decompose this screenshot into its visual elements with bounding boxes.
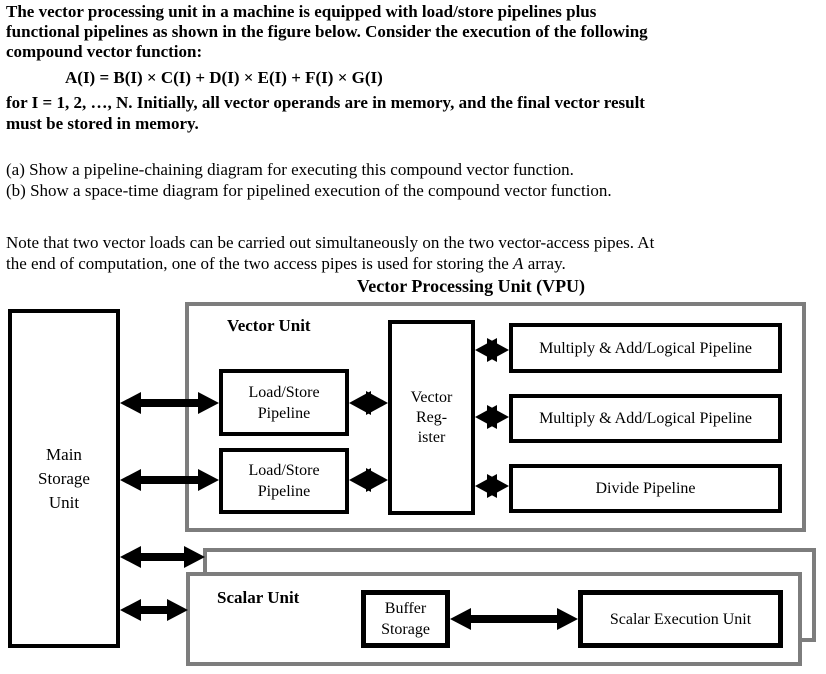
divide-pipeline-box: Divide Pipeline bbox=[509, 464, 782, 513]
load-store-pipeline-1-box: Load/Store Pipeline bbox=[219, 369, 349, 436]
scalar-unit-label: Scalar Unit bbox=[217, 588, 300, 607]
buffer-label-line: Buffer bbox=[384, 600, 427, 617]
part-b-text: (b) Show a space-time diagram for pipeli… bbox=[6, 181, 612, 200]
note-line-2: the end of computation, one of the two a… bbox=[6, 254, 566, 274]
ls2-label-line: Load/Store bbox=[248, 462, 320, 479]
note-line-2-post: array. bbox=[523, 254, 566, 273]
double-arrow-msu-scalarunit-icon bbox=[120, 599, 188, 621]
scalar-execution-unit-label: Scalar Execution Unit bbox=[609, 610, 752, 628]
msu-label-line: Storage bbox=[38, 468, 90, 488]
multiply-add-logical-pipeline-1-box: Multiply & Add/Logical Pipeline bbox=[509, 323, 782, 373]
figure-title: Vector Processing Unit (VPU) bbox=[356, 276, 586, 296]
vreg-label-line: Reg- bbox=[415, 408, 448, 426]
load-store-pipeline-2-box: Load/Store Pipeline bbox=[219, 448, 349, 514]
intro-line-1: The vector processing unit in a machine … bbox=[6, 2, 597, 21]
msu-label-line: Unit bbox=[48, 492, 80, 512]
multiply-add-logical-pipeline-1-label: Multiply & Add/Logical Pipeline bbox=[539, 339, 752, 357]
scalar-execution-unit-box: Scalar Execution Unit bbox=[578, 590, 783, 648]
ls1-label-line: Pipeline bbox=[257, 404, 311, 422]
buffer-storage-box: Buffer Storage bbox=[361, 590, 450, 648]
buffer-label-line: Storage bbox=[381, 621, 430, 638]
note-line-1: Note that two vector loads can be carrie… bbox=[6, 233, 655, 252]
ls2-label-line: Pipeline bbox=[257, 483, 311, 500]
vector-unit-label: Vector Unit bbox=[227, 316, 311, 335]
intro-line-3: compound vector function: bbox=[6, 42, 203, 61]
intro-line-5: must be stored in memory. bbox=[6, 114, 199, 133]
part-a-text: (a) Show a pipeline-chaining diagram for… bbox=[6, 160, 574, 179]
load-store-pipeline-2-label: Load/Store Pipeline bbox=[248, 460, 319, 502]
note-line-2-pre: the end of computation, one of the two a… bbox=[6, 254, 514, 273]
load-store-pipeline-1-label: Load/Store Pipeline bbox=[248, 382, 319, 424]
vector-register-box: Vector Reg- ister bbox=[388, 320, 475, 515]
note-array-name-italic: A bbox=[513, 254, 524, 273]
multiply-add-logical-pipeline-2-label: Multiply & Add/Logical Pipeline bbox=[539, 410, 752, 427]
buffer-storage-label: Buffer Storage bbox=[381, 598, 430, 640]
vreg-label-line: Vector bbox=[410, 388, 453, 406]
compound-vector-formula: A(I) = B(I) × C(I) + D(I) × E(I) + F(I) … bbox=[65, 68, 383, 87]
divide-pipeline-label: Divide Pipeline bbox=[595, 480, 696, 497]
intro-line-4: for I = 1, 2, …, N. Initially, all vecto… bbox=[6, 93, 645, 112]
double-arrow-msu-scalarback-icon bbox=[120, 546, 205, 568]
multiply-add-logical-pipeline-2-box: Multiply & Add/Logical Pipeline bbox=[509, 394, 782, 443]
vreg-label-line: ister bbox=[417, 428, 446, 446]
main-storage-unit-label: Main Storage Unit bbox=[38, 443, 90, 515]
msu-label-line: Main bbox=[46, 444, 82, 464]
intro-line-2: functional pipelines as shown in the fig… bbox=[6, 22, 648, 41]
vector-register-label: Vector Reg- ister bbox=[411, 388, 453, 448]
main-storage-unit-box: Main Storage Unit bbox=[8, 309, 120, 648]
ls1-label-line: Load/Store bbox=[248, 383, 320, 401]
